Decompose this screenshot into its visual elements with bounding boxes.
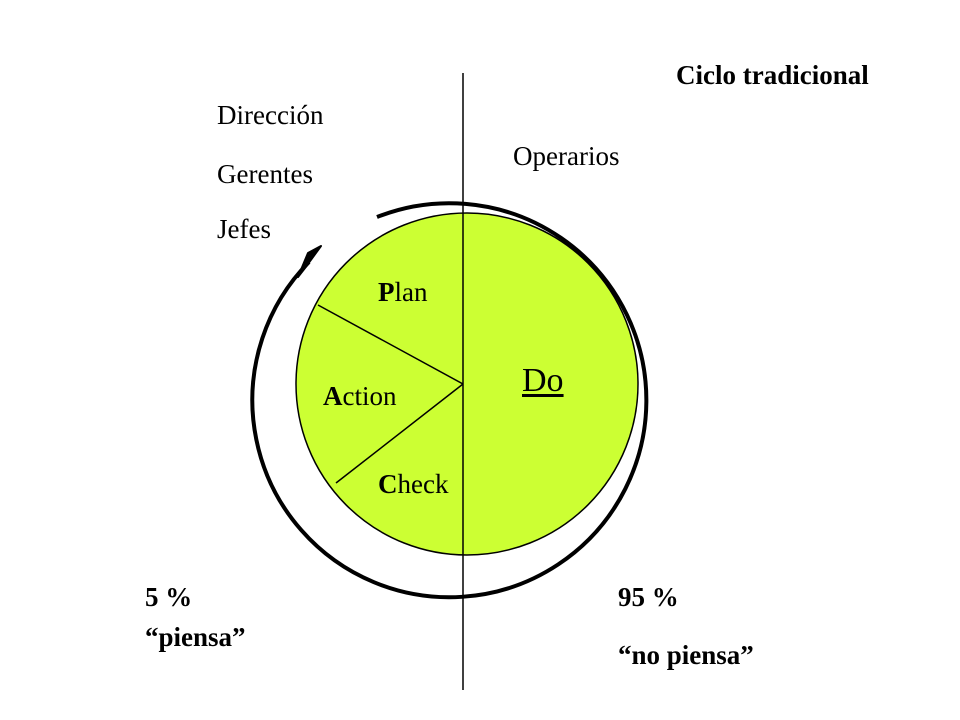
plan-action-divider (317, 304, 464, 385)
workers-label: Operarios (513, 141, 620, 171)
cycle-arrowhead-icon (297, 245, 322, 278)
left-percent-label: “piensa” (145, 622, 246, 652)
action-rest: ction (342, 381, 397, 411)
cycle-arrow-arc (250, 201, 649, 600)
do-label: Do (522, 362, 564, 399)
left-percent: 5 % (145, 582, 193, 612)
plan-rest: lan (394, 277, 428, 307)
cycle-circle (295, 212, 639, 556)
diagram-title: Ciclo tradicional (676, 60, 869, 90)
management-line-direccion: Dirección (217, 100, 324, 130)
check-label: Check (378, 471, 448, 498)
action-label: Action (323, 383, 397, 410)
action-initial: A (323, 381, 343, 411)
check-rest: heck (397, 469, 449, 499)
right-percent-label: “no piensa” (618, 640, 754, 670)
management-line-jefes: Jefes (217, 214, 271, 244)
action-check-divider (335, 383, 464, 484)
plan-initial: P (378, 277, 395, 307)
management-line-gerentes: Gerentes (217, 159, 313, 189)
right-percent: 95 % (618, 582, 679, 612)
plan-label: Plan (378, 279, 428, 306)
check-initial: C (378, 469, 398, 499)
